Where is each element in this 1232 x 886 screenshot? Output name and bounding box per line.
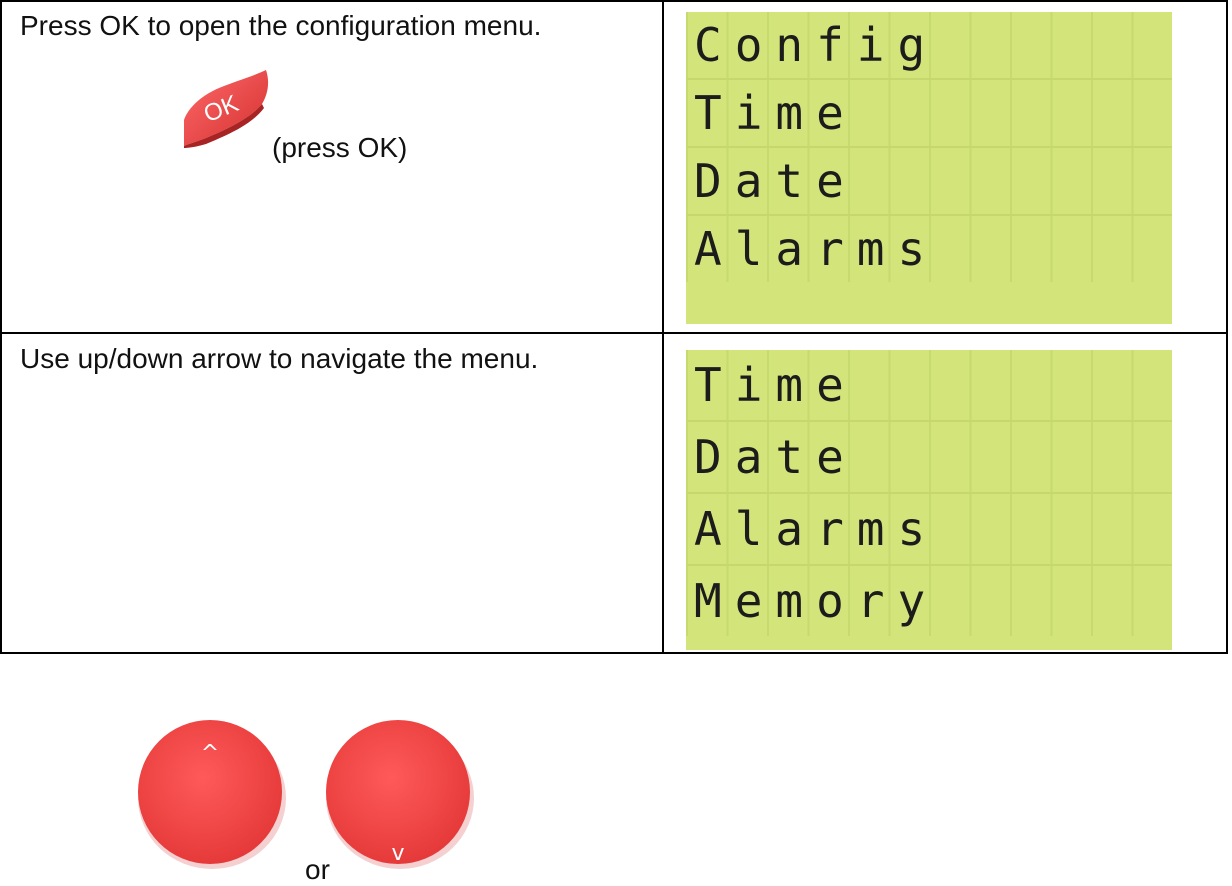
lcd-line: Time [686, 350, 1172, 422]
step-1-instruction-cell: Press OK to open the configuration menu.… [0, 0, 664, 334]
lcd-line: Alarms [686, 216, 1172, 282]
step-2-instruction: Use up/down arrow to navigate the menu. [20, 343, 539, 374]
or-label: or [305, 854, 330, 885]
lcd-line: Time [686, 80, 1172, 148]
lcd-line: Date [686, 422, 1172, 494]
step-2-instruction-cell: Use up/down arrow to navigate the menu. … [0, 332, 664, 885]
lcd-line: Memory [686, 566, 1172, 636]
down-arrow-symbol: v [391, 841, 404, 866]
lcd-line: Config [686, 12, 1172, 80]
lcd-screen-menu: Time Date Alarms Memory [686, 350, 1172, 650]
lcd-line: Date [686, 148, 1172, 216]
lcd-screen-config: Config Time Date Alarms [686, 12, 1172, 324]
up-arrow-symbol: ^ [201, 741, 219, 766]
down-arrow-button-icon: v [326, 720, 474, 869]
lcd-line: Alarms [686, 494, 1172, 566]
press-ok-label: (press OK) [272, 132, 408, 163]
step-1-instruction: Press OK to open the configuration menu. [20, 10, 542, 41]
ok-button-icon: OK [184, 70, 269, 148]
up-arrow-button-icon: ^ [138, 720, 286, 869]
